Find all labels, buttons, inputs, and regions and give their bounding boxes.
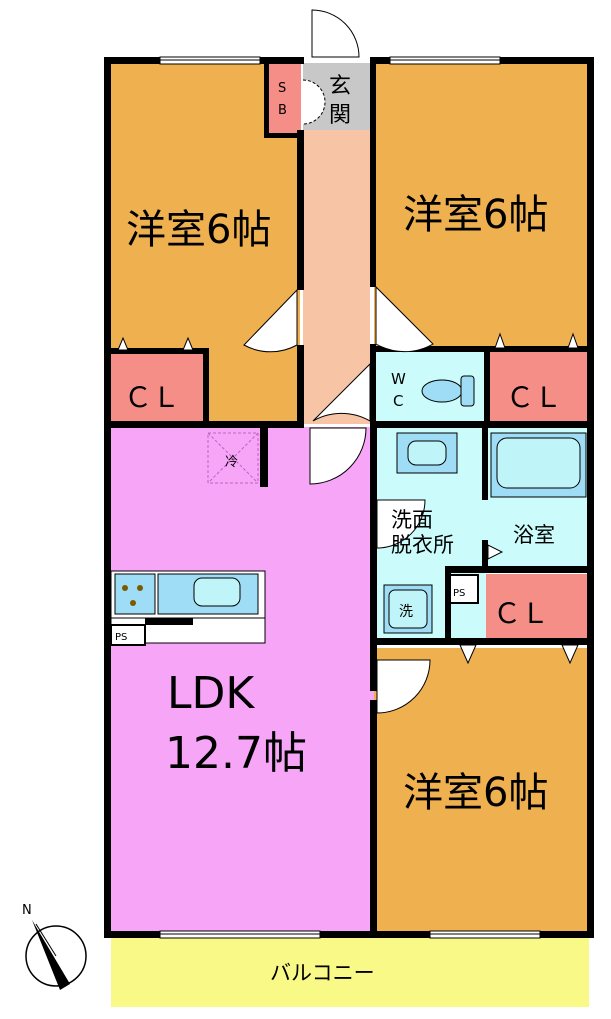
wc-label-2: C (393, 392, 403, 410)
stove (114, 573, 156, 615)
compass: N (22, 903, 87, 990)
closet-nw (111, 352, 203, 421)
washer-label: 洗 (399, 604, 413, 620)
compass-north-label: N (22, 903, 32, 918)
closet-ne-label: ＣＬ (506, 381, 562, 414)
closet-ne (490, 352, 587, 421)
balcony-label: バルコニー (270, 961, 375, 985)
entrance-label-2: 関 (329, 103, 351, 128)
door-ldk (309, 427, 367, 485)
ldk-floor (111, 427, 374, 931)
fridge-label: 冷 (225, 455, 238, 470)
bedroom-ne-label: 洋室6帖 (403, 192, 548, 238)
compass-ring (25, 925, 87, 987)
bedroom-nw-label: 洋室6帖 (126, 207, 271, 253)
burner-3 (130, 600, 136, 606)
washer-inner (388, 589, 428, 629)
doors (117, 9, 579, 714)
wc-label-1: W (391, 370, 406, 388)
closet-se-label: ＣＬ (493, 597, 549, 630)
door-closet-nw-r (182, 336, 194, 351)
door-bedroom-nw (243, 288, 298, 353)
entrance-closet-door (302, 79, 326, 125)
door-closet-se-l (459, 644, 477, 665)
ldk-size-label: 12.7帖 (165, 728, 307, 779)
washroom-label-2: 脱衣所 (391, 533, 454, 557)
balcony-floor (111, 937, 589, 1007)
door-bedroom-se (376, 659, 431, 714)
door-closet-ne-l (494, 332, 506, 349)
shoe-box (268, 63, 301, 133)
ps-kitchen-label: PS (115, 632, 127, 643)
burner-2 (137, 585, 143, 591)
fridge-space (207, 432, 259, 484)
door-wash (376, 499, 426, 549)
toilet-tank (460, 375, 475, 407)
ps-bath-label: PS (453, 588, 465, 599)
toilet-bowl (421, 379, 463, 403)
washbasin-bowl (407, 440, 447, 466)
door-closet-se-r (561, 644, 579, 665)
shoe-box-label-2: B (278, 103, 287, 118)
entrance-label-1: 玄 (329, 74, 351, 99)
bedroom-se-label: 洋室6帖 (403, 770, 548, 816)
closet-nw-label: ＣＬ (124, 381, 180, 414)
bathtub-inner (496, 437, 581, 489)
compass-arrow (32, 920, 70, 990)
door-closet-nw-l (117, 336, 129, 351)
walls (104, 57, 594, 938)
bathroom-label: 浴室 (513, 523, 555, 547)
door-bedroom-ne (375, 285, 434, 353)
door-bath (487, 544, 504, 560)
kitchen-sink (193, 577, 241, 607)
ldk-label: LDK (167, 668, 255, 719)
front-door (311, 9, 360, 58)
bedroom-ne-floor (374, 63, 587, 350)
washroom-label-1: 洗面 (391, 508, 433, 532)
windows (159, 56, 541, 939)
burner-1 (122, 585, 128, 591)
shoe-box-label-1: S (278, 81, 286, 96)
door-wc (312, 362, 371, 422)
door-closet-ne-r (567, 332, 579, 349)
